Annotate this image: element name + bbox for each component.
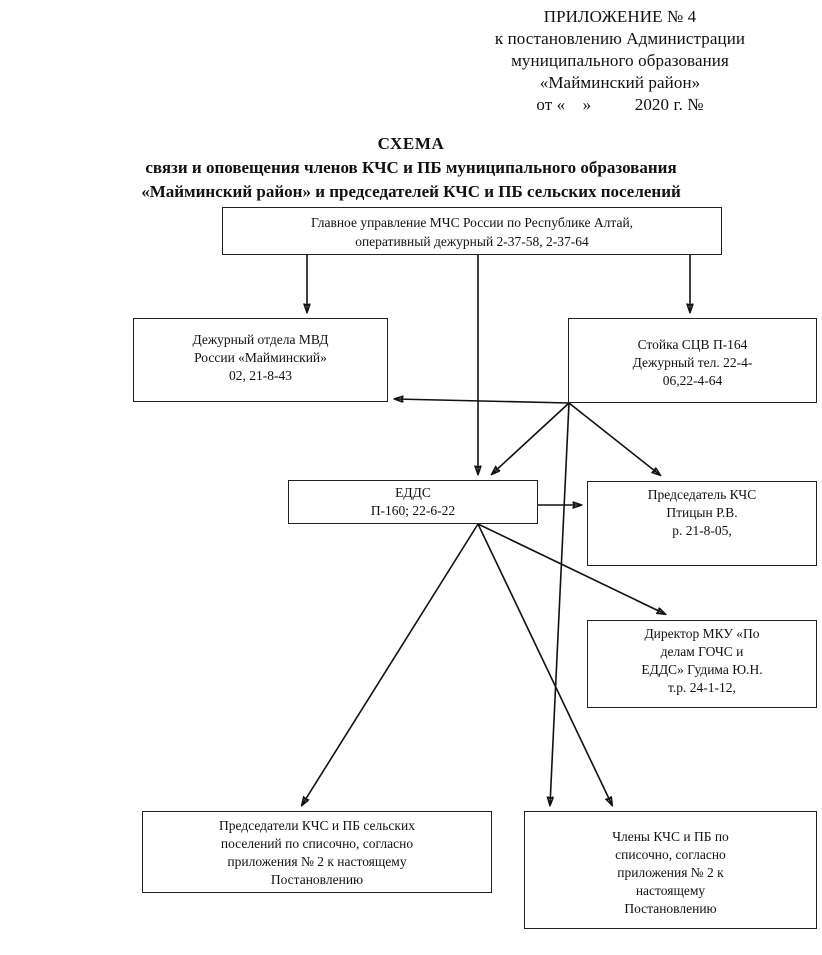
header-line-4: «Майминский район» (539, 73, 701, 92)
edge-edds-chleny (477, 523, 612, 805)
appendix-header: ПРИЛОЖЕНИЕ № 4 к постановлению Администр… (430, 6, 810, 116)
edge-scv-pred (568, 402, 660, 475)
edge-edds-dir (477, 523, 665, 614)
header-line-1: ПРИЛОЖЕНИЕ № 4 (543, 7, 697, 26)
node-mchs-main-directorate[interactable]: Главное управление МЧС России по Республ… (222, 207, 722, 255)
document-title: СХЕМА связи и оповещения членов КЧС и ПБ… (0, 132, 822, 204)
edge-scv-mvd (395, 399, 570, 404)
title-heading: СХЕМА (377, 134, 445, 153)
header-line-2: к постановлению Администрации (494, 29, 746, 48)
edge-scv-chleny (550, 402, 570, 805)
title-line-1: связи и оповещения членов КЧС и ПБ муниц… (145, 158, 677, 177)
header-line-5: от « » 2020 г. № (536, 95, 704, 114)
edge-edds-selo (302, 523, 479, 805)
edge-scv-edds (492, 402, 570, 474)
header-line-3: муниципального образования (511, 51, 729, 70)
title-line-2: «Майминский район» и председателей КЧС и… (141, 182, 681, 201)
node-mchs-label: Главное управление МЧС России по Республ… (310, 215, 634, 249)
